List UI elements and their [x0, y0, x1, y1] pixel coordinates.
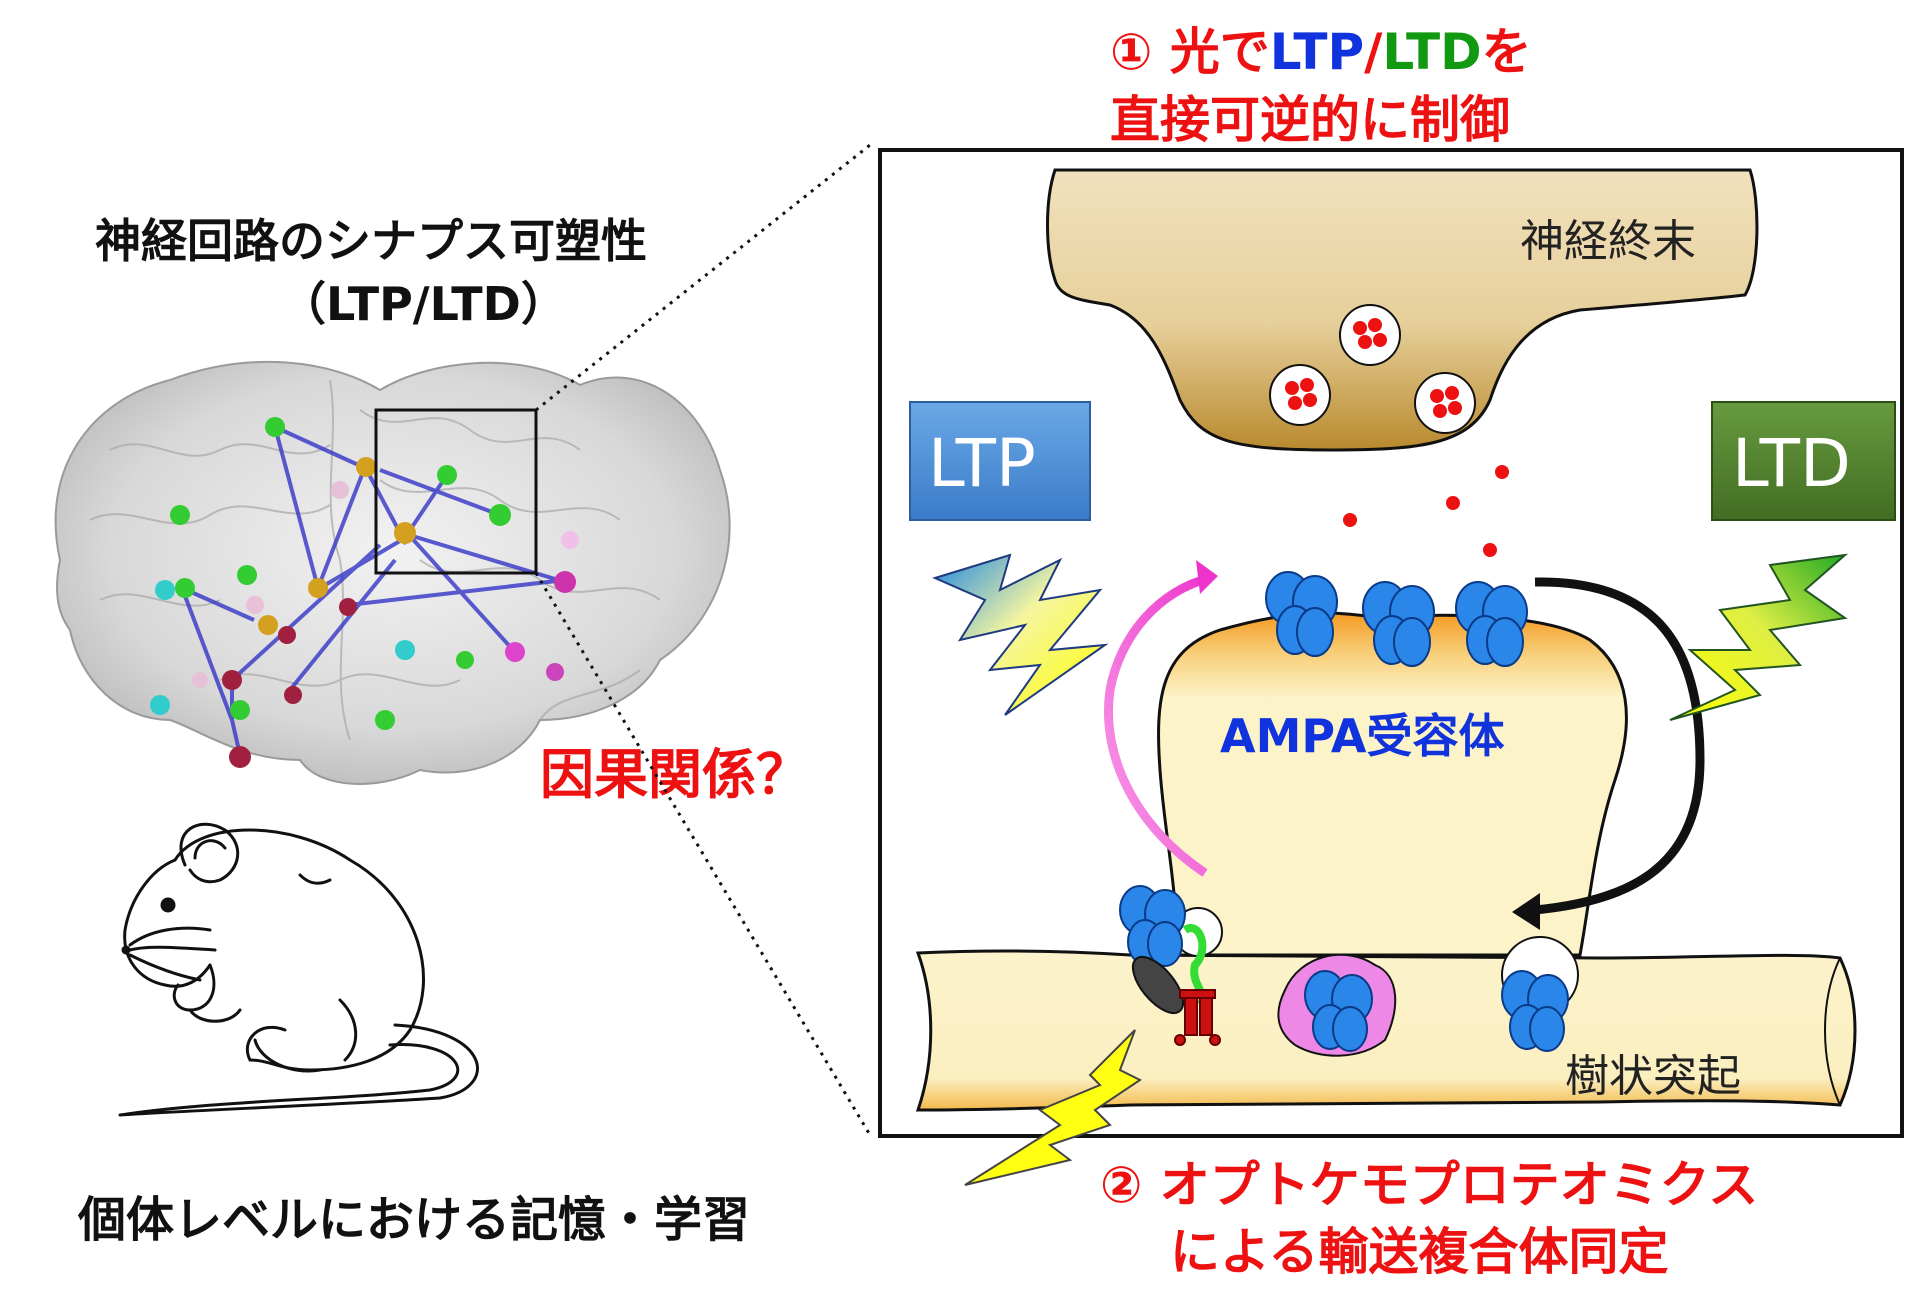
- ampa-receptor: [1304, 970, 1373, 1052]
- mouse-illustration: [118, 822, 479, 1117]
- transport-complex: [1119, 885, 1223, 1046]
- zoom-line-bottom: [534, 572, 872, 1136]
- ltd-box-label: LTD: [1732, 425, 1851, 502]
- ltp-arrow: [1104, 573, 1212, 877]
- heading-line1: ① 光でLTP/LTDを: [1110, 12, 1532, 84]
- title-line1: 神経回路のシナプス可塑性: [95, 214, 647, 268]
- dendrite-label: 樹状突起: [1565, 1051, 1741, 1102]
- heading-ltd: LTD: [1382, 23, 1482, 81]
- ampa-receptor: [1455, 581, 1528, 667]
- vesicle: [1339, 304, 1401, 366]
- ltd-arrow-head: [1512, 893, 1540, 930]
- ltd-light-bolt: [1669, 553, 1849, 721]
- ltd-arrow: [1534, 577, 1705, 915]
- vesicles: [1269, 304, 1476, 434]
- brain-illustration: [54, 360, 731, 785]
- ltp-light-bolt: [932, 553, 1109, 716]
- brain-zoom-box: [374, 408, 538, 575]
- heading-slash: /: [1364, 23, 1383, 81]
- ampa-receptor: [1501, 970, 1569, 1052]
- ampa-receptors-surface: [1265, 571, 1528, 667]
- vesicle: [1414, 372, 1476, 434]
- heading-line2: 直接可逆的に制御: [1110, 91, 1510, 149]
- ampa-receptor: [1265, 571, 1338, 657]
- ltp-box-label: LTP: [928, 425, 1036, 502]
- heading-post: を: [1481, 23, 1532, 81]
- ampa-receptor-label: AMPA受容体: [1220, 709, 1505, 763]
- zoom-line-top: [535, 143, 871, 412]
- bottom-heading-line1: ② オプトケモプロテオミクス: [1100, 1156, 1759, 1214]
- ltd-box: [1711, 401, 1896, 521]
- title-line2: （LTP/LTD）: [280, 277, 567, 331]
- heading-ltp: LTP: [1269, 23, 1365, 81]
- optochemical-light-bolt: [964, 1029, 1142, 1186]
- causality-label: 因果関係？: [540, 743, 810, 806]
- heading-pre: 光で: [1152, 23, 1270, 81]
- ltp-arrow-head: [1196, 560, 1218, 594]
- nerve-terminal-label: 神経終末: [1520, 216, 1696, 267]
- bottom-caption: 個体レベルにおける記憶・学習: [78, 1192, 751, 1248]
- vesicle: [1269, 364, 1331, 426]
- heading-number: ①: [1110, 23, 1153, 81]
- ampa-receptor: [1362, 581, 1435, 667]
- bottom-heading-line2: による輸送複合体同定: [1170, 1223, 1669, 1281]
- ltp-box: [909, 401, 1091, 521]
- neurotransmitter-dots: [1343, 465, 1509, 557]
- nerve-terminal: [1046, 168, 1759, 452]
